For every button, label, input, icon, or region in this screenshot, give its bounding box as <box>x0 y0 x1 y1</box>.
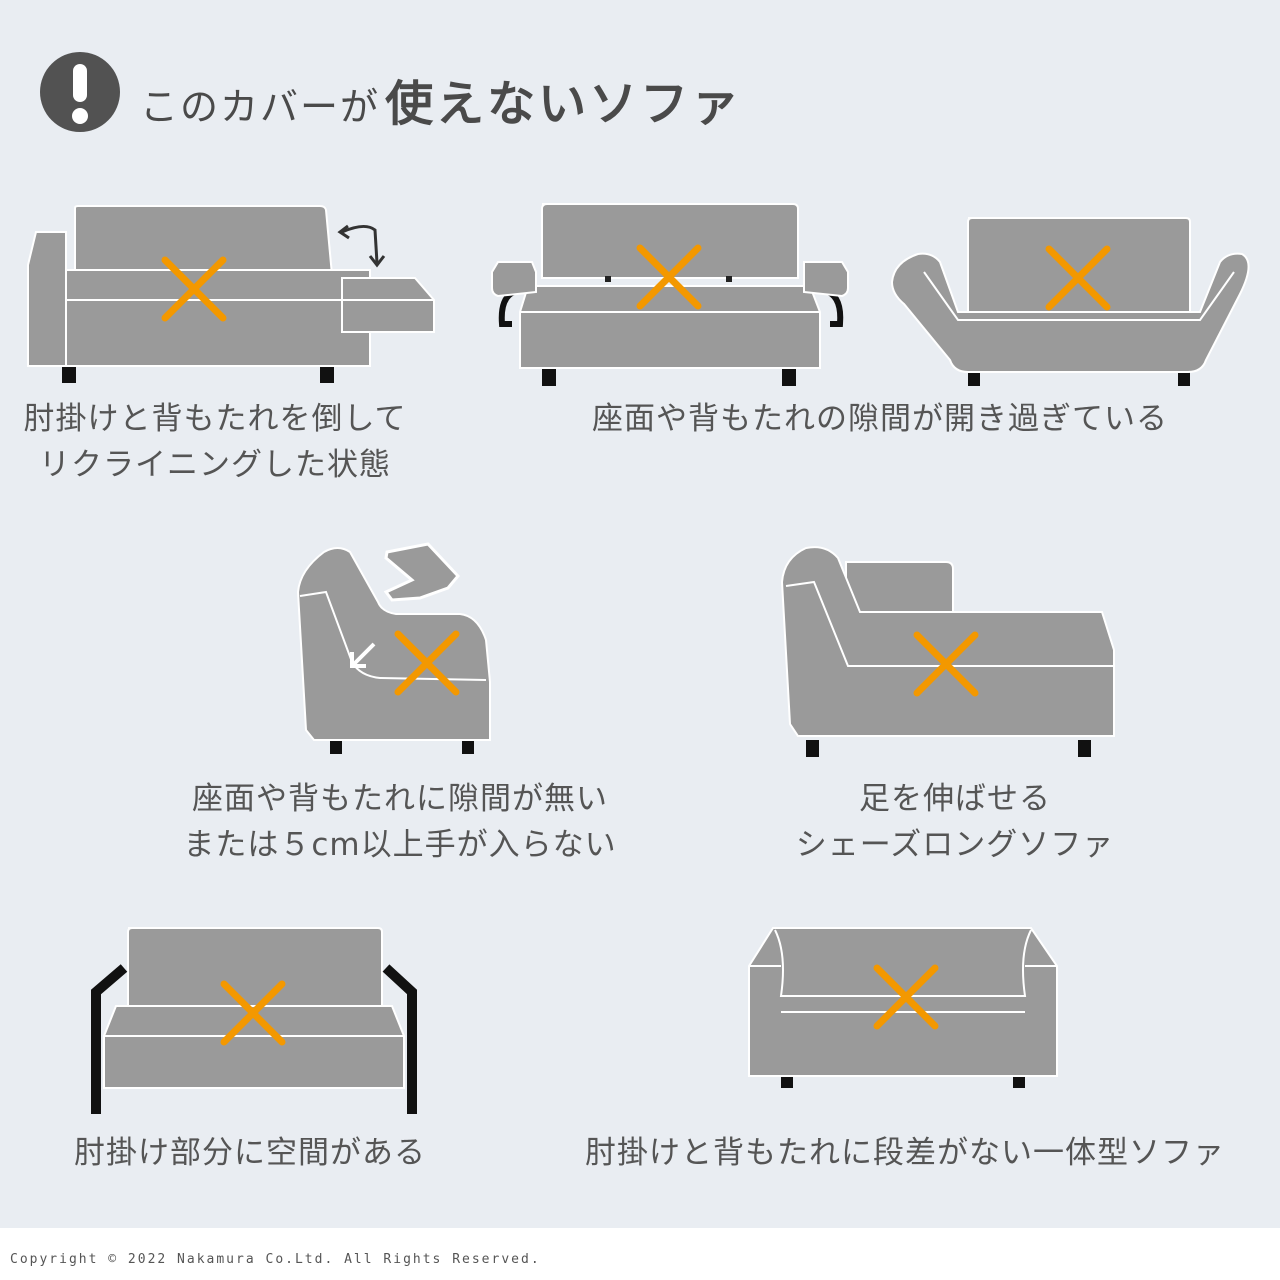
caption-integrated: 肘掛けと背もたれに段差がない一体型ソファ <box>585 1135 1225 1171</box>
page-header: このカバーが 使えないソファ <box>40 52 940 132</box>
open-armrest-sofa-illustration <box>91 927 417 1114</box>
chaise-longue-illustration <box>780 546 1115 757</box>
title-main: 使えないソファ <box>385 76 743 132</box>
caption-no-gap: 座面や背もたれに隙間が無い または５cm以上手が入らない <box>183 781 617 863</box>
caption-gap: 座面や背もたれの隙間が開き過ぎている <box>592 401 1168 437</box>
cross-mark-icon <box>913 631 979 697</box>
page-title: このカバーが 使えないソファ <box>140 64 742 134</box>
content-panel: このカバーが 使えないソファ 肘掛けと背もたれを倒して リクライニングした状態 <box>0 0 1280 1228</box>
exclamation-circle-icon <box>40 52 120 132</box>
copyright-footer: Copyright © 2022 Nakamura Co.Ltd. All Ri… <box>10 1252 541 1267</box>
cross-mark-icon <box>636 244 702 310</box>
cross-mark-icon <box>161 256 227 322</box>
cross-mark-icon <box>1045 245 1111 311</box>
caption-reclining: 肘掛けと背もたれを倒して リクライニングした状態 <box>23 401 407 483</box>
no-gap-sofa-illustration <box>296 542 491 754</box>
caption-open-arm: 肘掛け部分に空間がある <box>74 1135 426 1171</box>
cross-mark-icon <box>220 980 286 1046</box>
gap-sofa-illustration <box>491 203 849 386</box>
open-arm-sofa-illustration <box>890 217 1250 386</box>
caption-chaise: 足を伸ばせる シェーズロングソファ <box>795 781 1115 863</box>
cross-mark-icon <box>873 964 939 1030</box>
title-prefix: このカバーが <box>140 85 381 129</box>
reclining-sofa-illustration <box>27 205 435 383</box>
integrated-sofa-illustration <box>748 927 1058 1088</box>
cross-mark-icon <box>394 630 460 696</box>
